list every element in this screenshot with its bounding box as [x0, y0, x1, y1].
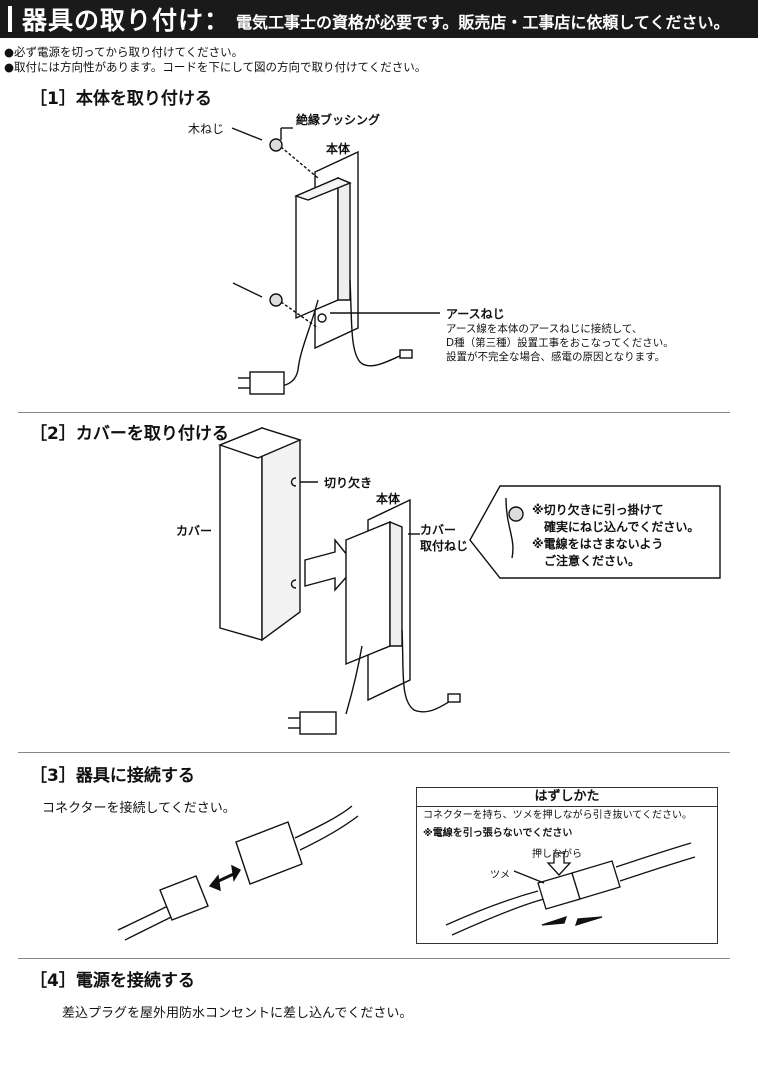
- cover-screw-label-line: 取付ねじ: [420, 539, 469, 553]
- header-subtitle: 電気工事士の資格が必要です。販売店・工事店に依頼してください。: [236, 13, 730, 32]
- caution-note: ●必ず電源を切ってから取り付けてください。: [4, 45, 244, 59]
- step3-title: ［3］器具に接続する: [30, 766, 195, 786]
- section-divider: [18, 958, 730, 959]
- wood-screw-label: 木ねじ: [188, 122, 225, 136]
- header-accent-bar: [8, 6, 12, 32]
- earth-screw-line: アース線を本体のアースねじに接続して、: [446, 323, 643, 335]
- section-divider: [18, 752, 730, 753]
- removal-illustration: [445, 842, 696, 936]
- step2-title: ［2］カバーを取り付ける: [30, 424, 229, 444]
- earth-screw-line: D種（第三種）設置工事をおこなってください。: [446, 337, 674, 349]
- removal-box-title: はずしかた: [417, 788, 717, 807]
- cover-screw-label-line: カバー: [420, 523, 457, 537]
- cover-callout: ※切り欠きに引っ掛けて 確実にねじ込んでください。 ※電線をはさまないよう ご注…: [532, 502, 699, 570]
- step4-instruction: 差込プラグを屋外用防水コンセントに差し込んでください。: [62, 1006, 413, 1021]
- callout-line: ご注意ください。: [532, 554, 641, 568]
- removal-box-warning: ※電線を引っ張らないでください: [423, 828, 573, 839]
- section-divider: [18, 412, 730, 413]
- step3-instruction: コネクターを接続してください。: [42, 801, 236, 816]
- notch-label: 切り欠き: [324, 476, 373, 490]
- connector-illustration: [117, 805, 359, 941]
- step2-illustration: [217, 426, 721, 735]
- cover-label: カバー: [176, 524, 213, 538]
- header-title: 器具の取り付け：: [22, 6, 231, 35]
- step4-title: ［4］電源を接続する: [30, 971, 195, 991]
- step1-illustration: [231, 127, 440, 395]
- caution-note: ●取付には方向性があります。コードを下にして図の方向で取り付けてください。: [4, 60, 427, 74]
- callout-line: ※切り欠きに引っ掛けて: [532, 503, 664, 517]
- step1-title: ［1］本体を取り付ける: [30, 89, 212, 109]
- cover-screw-label: カバー 取付ねじ: [420, 522, 468, 554]
- page-header: 器具の取り付け： 電気工事士の資格が必要です。販売店・工事店に依頼してください。: [0, 0, 758, 38]
- insulation-bushing-label: 絶縁ブッシング: [296, 113, 381, 127]
- press-label: 押しながら: [532, 849, 582, 860]
- earth-screw-title: アースねじ: [446, 307, 505, 321]
- removal-instruction-box: はずしかた コネクターを持ち、ツメを押しながら引き抜いてください。 ※電線を引っ…: [416, 787, 718, 944]
- callout-line: 確実にねじ込んでください。: [532, 520, 700, 534]
- caution-notes: ●必ず電源を切ってから取り付けてください。 ●取付には方向性があります。コードを…: [4, 45, 426, 75]
- claw-label: ツメ: [490, 870, 510, 881]
- earth-screw-line: 設置が不完全な場合、感電の原因となります。: [446, 351, 666, 363]
- body-label: 本体: [376, 492, 401, 506]
- removal-box-description: コネクターを持ち、ツメを押しながら引き抜いてください。: [423, 810, 692, 821]
- earth-screw-note: アースねじ アース線を本体のアースねじに接続して、 D種（第三種）設置工事をおこ…: [446, 305, 674, 364]
- callout-line: ※電線をはさまないよう: [532, 537, 664, 551]
- body-label: 本体: [326, 142, 351, 156]
